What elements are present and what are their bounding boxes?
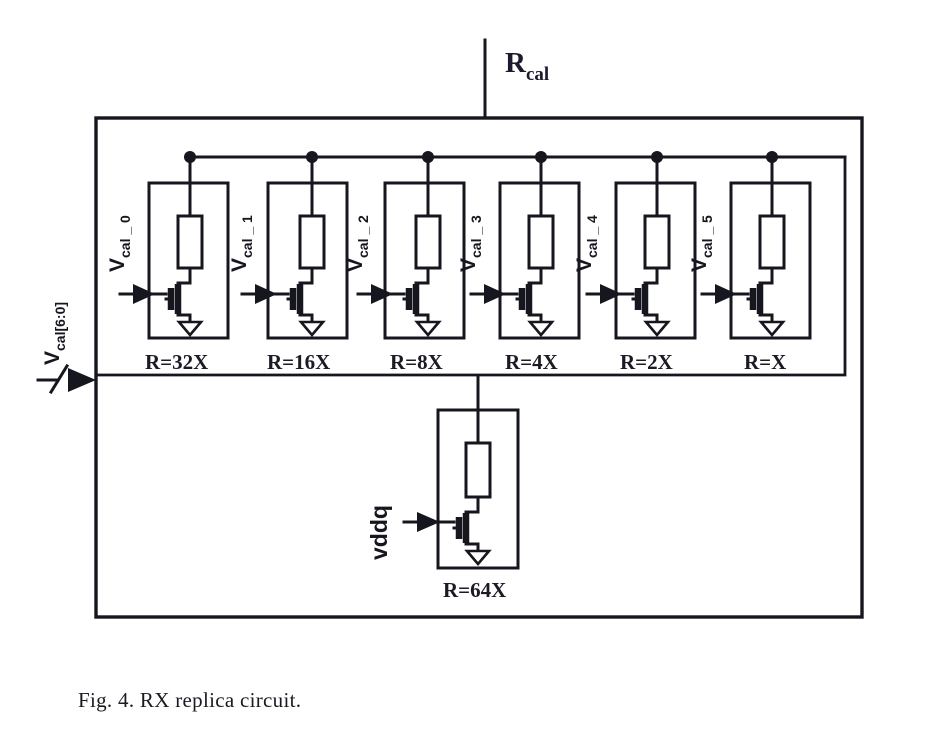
leg-0[interactable]: V cal _ 0 R=32X — [106, 155, 230, 374]
leg-4-gate-label-sub: cal _ 4 — [584, 215, 600, 258]
bus-width-slash-icon — [48, 363, 70, 395]
arrow-head-icon — [484, 284, 506, 304]
leg-1-resistor — [298, 214, 326, 270]
vddq-gate-label: vddq — [366, 505, 392, 560]
bus-input-label-sub: cal[6:0] — [52, 302, 68, 351]
arrow-head-icon — [371, 284, 393, 304]
vddq-resistance-label: R=64X — [443, 578, 506, 602]
bus-input-label: V cal[6:0] — [41, 302, 68, 365]
leg-4-gate-input-arrow — [585, 284, 635, 304]
outer-block-boundary — [94, 116, 864, 619]
leg-2-gate-label-sub: cal _ 2 — [355, 215, 371, 258]
leg-5-ground-icon — [758, 320, 786, 338]
leg-5-gate-label: V cal _ 5 — [688, 215, 715, 272]
leg-4-resistance-label: R=2X — [620, 350, 673, 374]
figure-caption: Fig. 4. RX replica circuit. — [78, 688, 302, 712]
leg-1-cell-box — [266, 181, 349, 340]
vddq-nmos — [452, 510, 480, 553]
leg-3-gate-label-sub: cal _ 3 — [468, 215, 484, 258]
leg-3-resistor — [527, 214, 555, 270]
leg-1-gate-label: V cal _ 1 — [228, 215, 255, 272]
leg-3-gate-input-arrow — [469, 284, 519, 304]
rcal-terminal: R cal — [483, 38, 549, 120]
arrow-head-icon — [417, 512, 440, 532]
leg-1-ground-icon — [298, 320, 326, 338]
leg-1[interactable]: V cal _ 1 R=16X — [228, 155, 349, 374]
leg-2-cell-box — [383, 181, 466, 340]
leg-1-resistance-label: R=16X — [267, 350, 330, 374]
rcal-label-main: R — [505, 47, 527, 79]
vddq-resistor — [464, 441, 492, 499]
leg-1-nmos — [286, 281, 314, 324]
vddq-cell-box — [436, 408, 520, 570]
arrow-head-icon — [600, 284, 622, 304]
leg-0-cell-box — [147, 181, 230, 340]
leg-2-resistor — [414, 214, 442, 270]
always-on-leg[interactable]: vddq R=64X — [366, 375, 520, 602]
leg-2-resistance-label: R=8X — [390, 350, 443, 374]
leg-1-gate-label-sub: cal _ 1 — [239, 215, 255, 258]
leg-2[interactable]: V cal _ 2 R=8X — [344, 155, 466, 374]
leg-2-gate-input-arrow — [356, 284, 406, 304]
vddq-label-text: vddq — [366, 505, 392, 560]
leg-5-gate-input-arrow — [700, 284, 750, 304]
arrow-head-icon — [255, 284, 277, 304]
leg-4-nmos — [631, 281, 659, 324]
bus-input-label-main: V — [41, 351, 64, 365]
inner-block-boundary — [96, 157, 847, 377]
leg-5-cell-box — [729, 181, 812, 340]
rcal-label-sub: cal — [526, 64, 549, 85]
leg-3-gate-label-main: V — [457, 258, 480, 272]
leg-3-ground-icon — [527, 320, 555, 338]
leg-0-gate-label-sub: cal _ 0 — [117, 215, 133, 258]
leg-5[interactable]: V cal _ 5 R=X — [688, 155, 812, 374]
leg-5-resistor — [758, 214, 786, 270]
leg-3-resistance-label: R=4X — [505, 350, 558, 374]
leg-0-gate-label: V cal _ 0 — [106, 215, 133, 272]
leg-4-gate-label-main: V — [573, 258, 596, 272]
leg-0-resistor — [176, 214, 204, 270]
arrow-head-icon — [133, 284, 155, 304]
leg-1-gate-label-main: V — [228, 258, 251, 272]
leg-1-gate-input-arrow — [240, 284, 290, 304]
leg-5-nmos — [746, 281, 774, 324]
arrow-head-icon — [68, 368, 96, 392]
leg-0-gate-input-arrow — [118, 284, 168, 304]
leg-2-gate-label-main: V — [344, 258, 367, 272]
leg-2-ground-icon — [414, 320, 442, 338]
leg-3-nmos — [515, 281, 543, 324]
leg-3[interactable]: V cal _ 3 R=4X — [457, 155, 581, 374]
leg-0-nmos — [164, 281, 192, 324]
leg-5-gate-label-sub: cal _ 5 — [699, 215, 715, 258]
leg-5-gate-label-main: V — [688, 258, 711, 272]
leg-4-gate-label: V cal _ 4 — [573, 215, 600, 272]
leg-5-resistance-label: R=X — [744, 350, 786, 374]
leg-4-cell-box — [614, 181, 697, 340]
arrow-head-icon — [715, 284, 737, 304]
leg-2-nmos — [402, 281, 430, 324]
vddq-ground-icon — [464, 549, 492, 567]
leg-4-ground-icon — [643, 320, 671, 338]
leg-2-gate-label: V cal _ 2 — [344, 215, 371, 272]
leg-3-gate-label: V cal _ 3 — [457, 215, 484, 272]
bus-input[interactable]: V cal[6:0] — [36, 302, 96, 395]
leg-0-ground-icon — [176, 320, 204, 338]
leg-3-cell-box — [498, 181, 581, 340]
vddq-gate-input-arrow — [402, 512, 456, 532]
leg-0-resistance-label: R=32X — [145, 350, 208, 374]
leg-4[interactable]: V cal _ 4 R=2X — [573, 155, 697, 374]
leg-4-resistor — [643, 214, 671, 270]
leg-0-gate-label-main: V — [106, 258, 129, 272]
